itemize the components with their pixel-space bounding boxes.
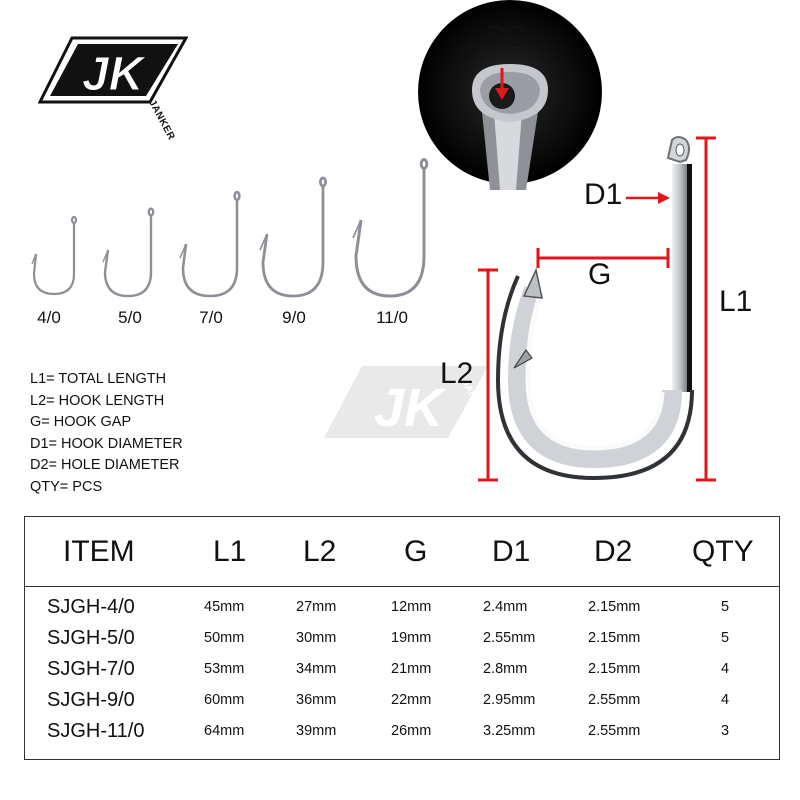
cell-d1: 2.4mm bbox=[483, 599, 528, 615]
d1-arrow bbox=[626, 192, 670, 204]
header-d1: D1 bbox=[492, 535, 531, 568]
hook-9-0-icon bbox=[259, 176, 327, 298]
cell-d1: 2.8mm bbox=[483, 661, 528, 677]
cell-l1: 50mm bbox=[204, 630, 245, 646]
cell-l1: 60mm bbox=[204, 692, 245, 708]
label-g: G bbox=[588, 258, 612, 291]
jk-logo-icon: JK bbox=[38, 36, 188, 104]
header-item: ITEM bbox=[63, 535, 135, 568]
table-row: SJGH-11/0 64mm 39mm 26mm 3.25mm 2.55mm 3 bbox=[25, 720, 779, 754]
size-label-11-0: 11/0 bbox=[376, 308, 408, 327]
l1-dimension-line bbox=[696, 136, 716, 482]
cell-qty: 4 bbox=[721, 692, 730, 708]
label-l2: L2 bbox=[440, 357, 474, 390]
hook-4-0-icon bbox=[31, 215, 78, 296]
cell-l2: 30mm bbox=[296, 630, 337, 646]
cell-d2: 2.15mm bbox=[588, 661, 641, 677]
l2-dimension-line bbox=[478, 268, 498, 482]
cell-item: SJGH-11/0 bbox=[47, 720, 145, 742]
cell-item: SJGH-9/0 bbox=[47, 689, 135, 711]
size-label-5-0: 5/0 bbox=[118, 308, 142, 327]
label-l1: L1 bbox=[719, 285, 753, 318]
hook-size-row bbox=[20, 150, 450, 330]
size-label-7-0: 7/0 bbox=[199, 308, 223, 327]
legend-qty: QTY= PCS bbox=[30, 478, 103, 495]
large-hook-icon bbox=[495, 136, 694, 481]
cell-g: 12mm bbox=[391, 599, 432, 615]
watermark-logo: JK JANKER bbox=[322, 362, 492, 444]
cell-l1: 53mm bbox=[204, 661, 245, 677]
hook-dimension-diagram bbox=[410, 0, 800, 500]
cell-l2: 34mm bbox=[296, 661, 337, 677]
header-g: G bbox=[404, 535, 428, 568]
eye-closeup bbox=[418, 0, 602, 190]
brand-logo: JK JANKER bbox=[38, 34, 188, 142]
cell-l1: 64mm bbox=[204, 723, 245, 739]
table-row: SJGH-7/0 53mm 34mm 21mm 2.8mm 2.15mm 4 bbox=[25, 658, 779, 692]
watermark-jk-icon: JK JANKER bbox=[324, 366, 489, 438]
cell-d2: 2.55mm bbox=[588, 692, 641, 708]
size-label-9-0: 9/0 bbox=[282, 308, 306, 327]
header-d2: D2 bbox=[594, 535, 633, 568]
legend-l2: L2= HOOK LENGTH bbox=[30, 392, 165, 409]
spec-table: ITEM L1 L2 G D1 D2 QTY SJGH-4/0 45mm 27m… bbox=[24, 516, 780, 760]
cell-l2: 39mm bbox=[296, 723, 337, 739]
legend-l1: L1= TOTAL LENGTH bbox=[30, 371, 167, 387]
size-label-4-0: 4/0 bbox=[37, 308, 61, 327]
table-row: SJGH-9/0 60mm 36mm 22mm 2.95mm 2.55mm 4 bbox=[25, 689, 779, 723]
legend-d1: D1= HOOK DIAMETER bbox=[30, 435, 183, 452]
header-qty: QTY bbox=[692, 535, 754, 568]
cell-d2: 2.15mm bbox=[588, 630, 641, 646]
cell-item: SJGH-7/0 bbox=[47, 658, 135, 680]
hook-sizes-illustration bbox=[31, 158, 429, 298]
label-d2: D2 bbox=[486, 20, 525, 53]
cell-qty: 3 bbox=[721, 723, 730, 739]
table-header: ITEM L1 L2 G D1 D2 QTY bbox=[25, 517, 779, 587]
cell-d2: 2.15mm bbox=[588, 599, 641, 615]
cell-g: 19mm bbox=[391, 630, 432, 646]
header-l1: L1 bbox=[213, 535, 247, 568]
cell-g: 21mm bbox=[391, 661, 432, 677]
hook-11-0-icon bbox=[352, 158, 429, 298]
cell-g: 22mm bbox=[391, 692, 432, 708]
cell-d1: 2.95mm bbox=[483, 692, 536, 708]
cell-l1: 45mm bbox=[204, 599, 245, 615]
cell-item: SJGH-5/0 bbox=[47, 627, 135, 649]
cell-l2: 27mm bbox=[296, 599, 337, 615]
dimension-legend: L1= TOTAL LENGTH L2= HOOK LENGTH G= HOOK… bbox=[30, 369, 183, 498]
logo-monogram: JK bbox=[82, 48, 147, 101]
g-dimension-line bbox=[536, 248, 670, 268]
cell-g: 26mm bbox=[391, 723, 432, 739]
cell-l2: 36mm bbox=[296, 692, 337, 708]
cell-qty: 4 bbox=[721, 661, 730, 677]
header-l2: L2 bbox=[303, 535, 337, 568]
cell-item: SJGH-4/0 bbox=[47, 596, 135, 618]
hook-7-0-icon bbox=[179, 190, 241, 298]
cell-d1: 2.55mm bbox=[483, 630, 536, 646]
legend-g: G= HOOK GAP bbox=[30, 414, 132, 430]
table-row: SJGH-5/0 50mm 30mm 19mm 2.55mm 2.15mm 5 bbox=[25, 627, 779, 661]
cell-d1: 3.25mm bbox=[483, 723, 536, 739]
watermark-monogram: JK bbox=[374, 378, 447, 438]
cell-d2: 2.55mm bbox=[588, 723, 641, 739]
cell-qty: 5 bbox=[721, 630, 730, 646]
hook-5-0-icon bbox=[102, 207, 155, 298]
label-d1: D1 bbox=[584, 178, 623, 211]
legend-d2: D2= HOLE DIAMETER bbox=[30, 457, 180, 473]
main-hook-illustration bbox=[418, 0, 716, 482]
table-row: SJGH-4/0 45mm 27mm 12mm 2.4mm 2.15mm 5 bbox=[25, 596, 779, 630]
cell-qty: 5 bbox=[721, 599, 730, 615]
